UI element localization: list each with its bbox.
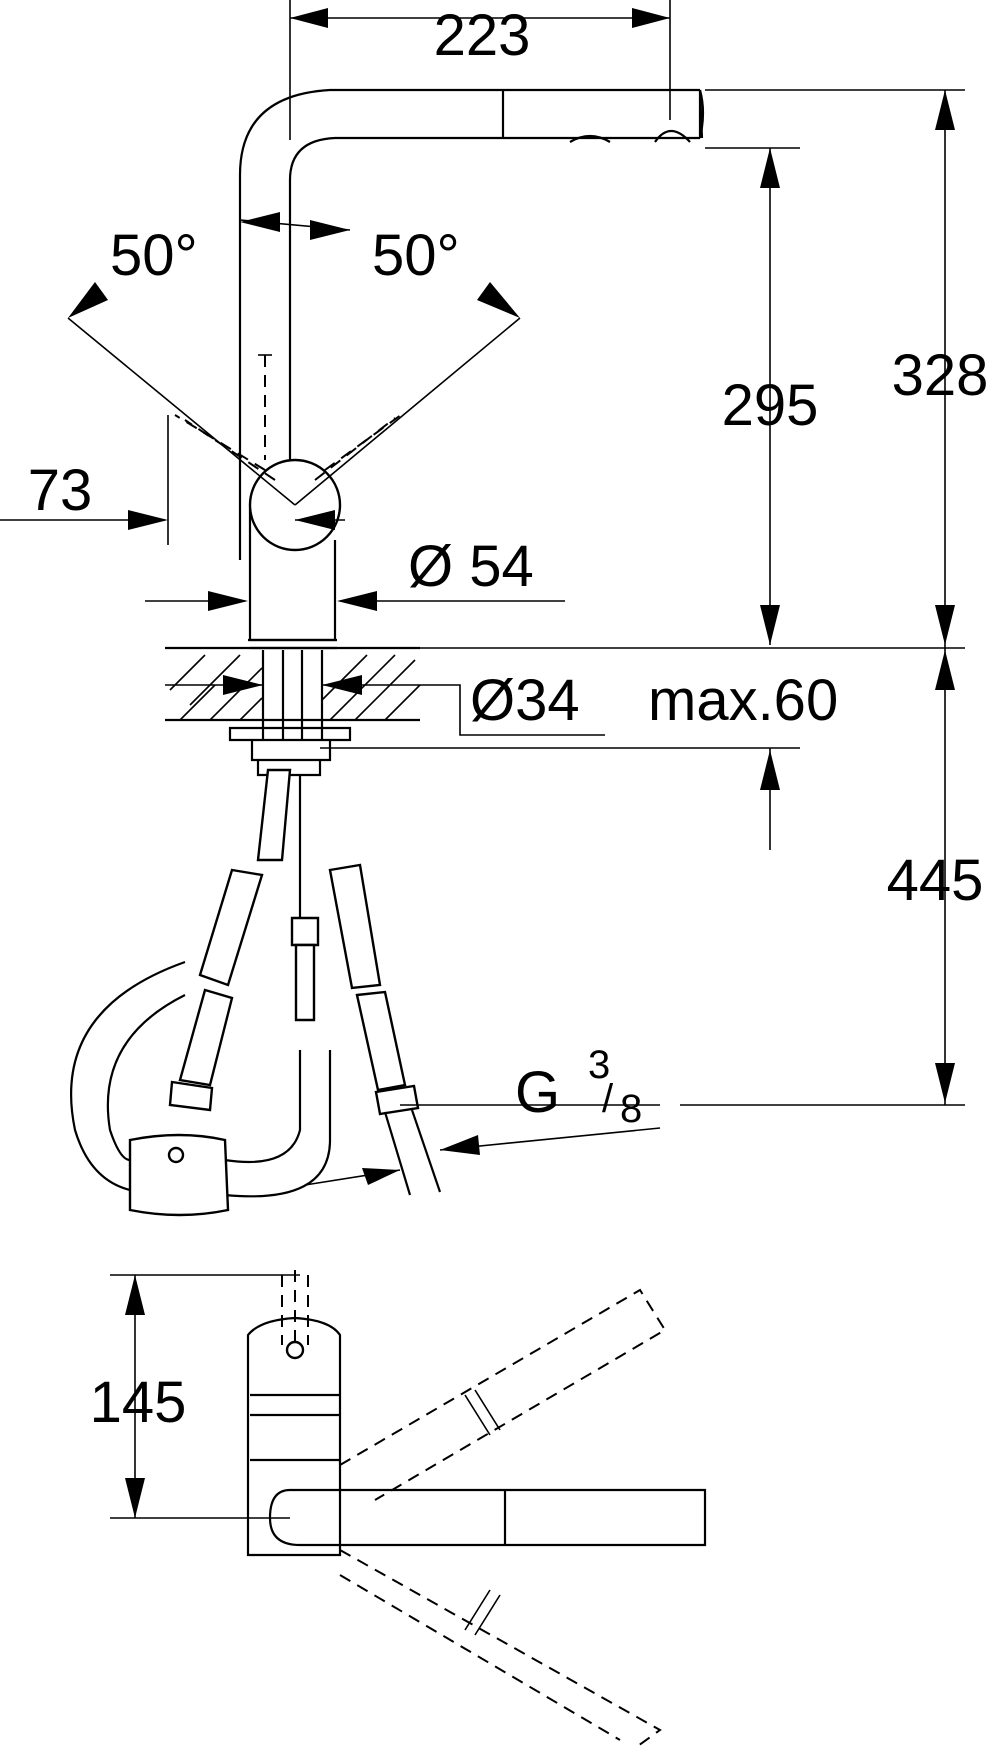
countertop-section [165, 646, 421, 777]
dim-spout-reach: 223 [434, 3, 531, 68]
dim-thread-main: G [515, 1060, 560, 1125]
arrow-54-right [337, 591, 377, 611]
arrow-swivel-right [477, 282, 520, 318]
dim-lever-offset: 73 [28, 458, 93, 523]
dim-below-counter: 445 [887, 848, 984, 913]
arrow-max60-bottom [760, 750, 780, 790]
arrow-73-left [128, 510, 168, 530]
arrow-328-top [935, 90, 955, 130]
dim-total-height: 328 [892, 343, 989, 408]
dim-body-diameter: Ø 54 [408, 534, 534, 599]
hoses [70, 768, 442, 1217]
arrow-445-top [935, 650, 955, 690]
arrow-328-bottom [935, 605, 955, 645]
top-view-outline [246, 1270, 707, 1748]
dim-thread-den: 8 [620, 1087, 642, 1131]
dim-145-lines [110, 1274, 300, 1519]
arrow-73-right [295, 510, 335, 530]
dim-hole-diameter: Ø34 [470, 668, 580, 733]
arrow-145-top [125, 1275, 145, 1315]
dim-223-lines [289, 0, 671, 140]
arrow-295-top [760, 148, 780, 188]
lever-body [248, 458, 342, 650]
arrow-swivel-left [68, 282, 108, 318]
dim-top-depth: 145 [90, 1370, 187, 1435]
dim-swivel-left: 50° [110, 223, 198, 288]
arrow-54-left [208, 591, 248, 611]
arrow-thread-right [440, 1135, 480, 1155]
arrow-295-bottom [760, 605, 780, 645]
lever-swivel-ghosts [174, 411, 406, 481]
dim-swivel-right: 50° [372, 223, 460, 288]
arrow-34-left [223, 675, 263, 695]
arrow-145-bottom [125, 1478, 145, 1518]
dim-vertical-lines [165, 89, 965, 1106]
arrow-223-right [632, 8, 670, 28]
arrow-34-right [322, 675, 362, 695]
dim-thread-num: 3 [588, 1043, 610, 1087]
dim-thread-slash: / [602, 1077, 614, 1121]
arrow-thread-left [362, 1168, 400, 1185]
arrow-swivel-top-left [240, 212, 280, 232]
dim-counter-max: max.60 [648, 668, 838, 733]
arrow-223-left [290, 8, 328, 28]
arrow-swivel-top-right [310, 220, 350, 240]
arrow-445-bottom [935, 1063, 955, 1103]
dim-spout-height: 295 [722, 373, 819, 438]
spout-outline [238, 88, 705, 560]
